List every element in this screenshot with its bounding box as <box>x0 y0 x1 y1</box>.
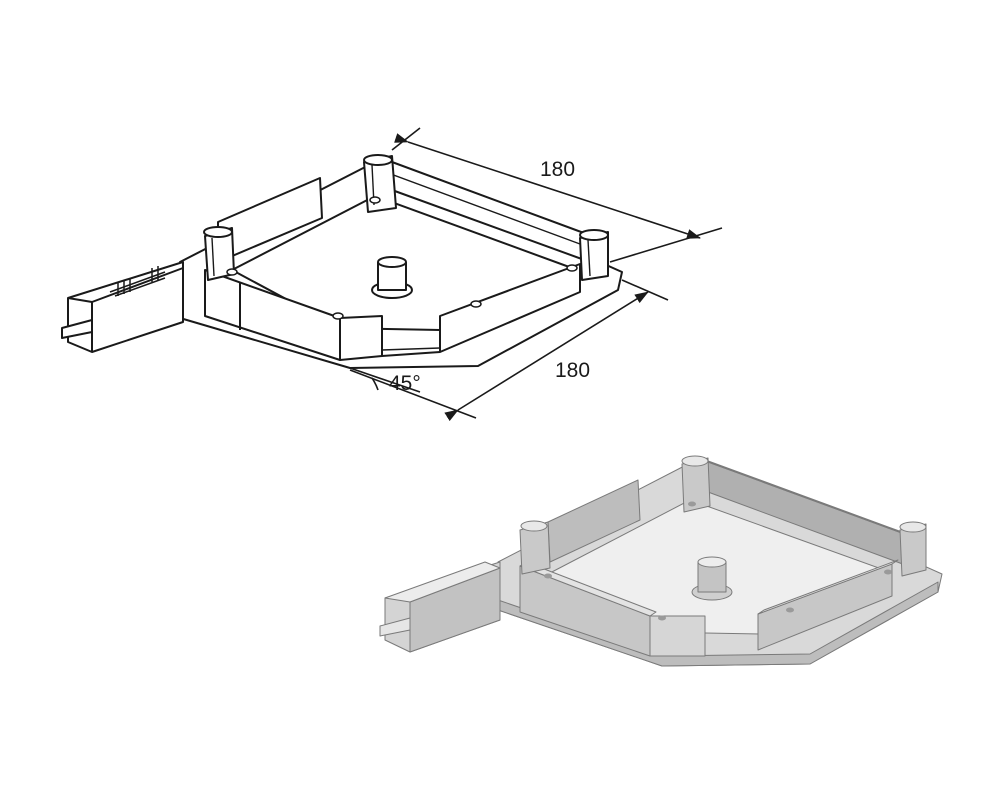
top-dimension-line <box>394 133 701 239</box>
render-corner-post-back <box>681 455 711 513</box>
side-dimension-label: 180 <box>555 359 590 382</box>
rendered-view <box>379 455 943 667</box>
corner-post-back <box>363 154 397 213</box>
dimension-lines <box>349 127 723 422</box>
angle-arc <box>371 377 379 391</box>
line-drawing <box>61 154 623 369</box>
render-center-spindle <box>691 556 733 601</box>
render-corner-post-right <box>899 521 927 577</box>
top-dimension-label: 180 <box>540 158 575 181</box>
angle-label: 45° <box>389 372 421 395</box>
render-screw-holes <box>544 501 892 621</box>
center-spindle <box>371 256 413 299</box>
render-corner-post-left <box>519 520 551 575</box>
corner-post-right <box>579 229 609 281</box>
corner-post-left <box>203 226 235 281</box>
front-center-wall <box>339 315 383 361</box>
rail-tab <box>61 319 93 339</box>
render-front-center <box>649 615 706 657</box>
side-dimension-line <box>444 291 649 422</box>
